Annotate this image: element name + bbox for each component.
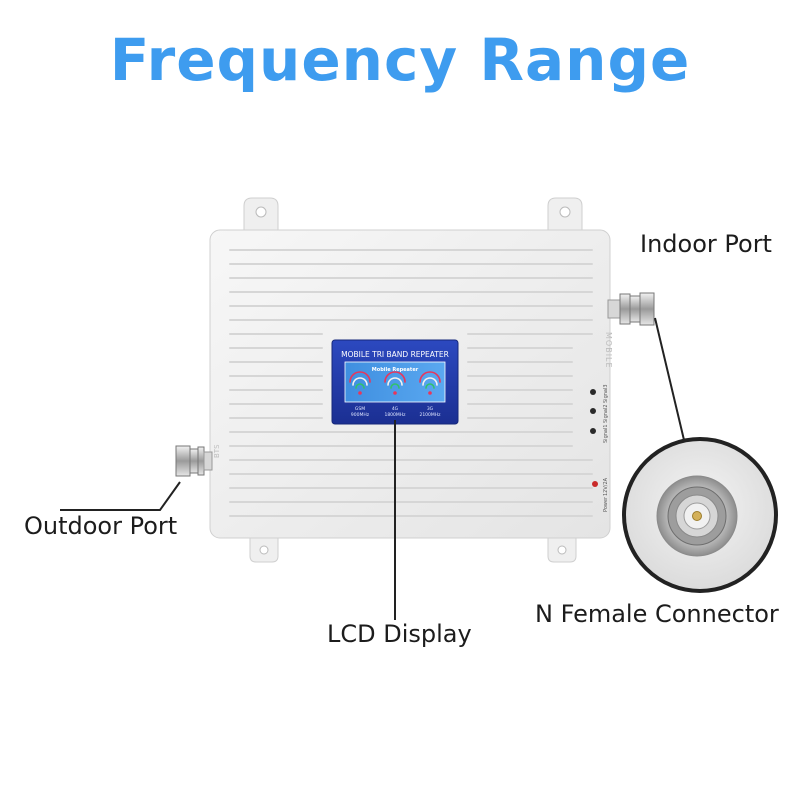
indicator-label: Signal3	[603, 384, 609, 403]
n-female-connector-label: N Female Connector	[535, 600, 779, 628]
indoor-port-label: Indoor Port	[640, 230, 772, 258]
band-name: 3G	[427, 406, 434, 412]
case-ribs	[229, 249, 593, 517]
mounting-tab	[249, 535, 279, 563]
callout-lines	[60, 317, 685, 620]
signal-icon	[349, 371, 371, 395]
mounting-tab	[243, 197, 279, 233]
band-freq: 900MHz	[351, 412, 370, 418]
panel-subtitle: Mobile Repeater	[372, 367, 419, 373]
lcd-panel: MOBILE TRI BAND REPEATER Mobile Repeater…	[331, 339, 459, 425]
band-name: 4G	[392, 406, 399, 412]
indicator-label: Power	[603, 496, 609, 512]
band-freq: 1800MHz	[384, 412, 406, 418]
mobile-side-label: MOBILE	[604, 332, 613, 369]
indoor-port-connector	[607, 292, 655, 326]
signal-icon	[419, 371, 441, 395]
power-spec-label: 12V/2A	[603, 477, 609, 496]
mounting-tab	[547, 197, 583, 233]
indicator-label: Signal2	[603, 404, 609, 423]
band-freq: 2100MHz	[419, 412, 441, 418]
page-title: Frequency Range	[109, 26, 691, 94]
lcd-display-label: LCD Display	[327, 620, 472, 648]
outdoor-port-label: Outdoor Port	[24, 512, 178, 540]
panel-title: MOBILE TRI BAND REPEATER	[341, 350, 449, 359]
mounting-tab	[547, 535, 577, 563]
indicator-leds: Signal3 Signal2 Signal1 12V/2A Power	[590, 384, 609, 512]
signal-icon	[384, 371, 406, 395]
outdoor-port-connector	[175, 445, 213, 477]
indicator-label: Signal1	[603, 424, 609, 443]
band-name: GSM	[355, 406, 365, 412]
bts-side-label: BTS	[213, 444, 221, 458]
n-female-connector-closeup	[622, 437, 778, 593]
